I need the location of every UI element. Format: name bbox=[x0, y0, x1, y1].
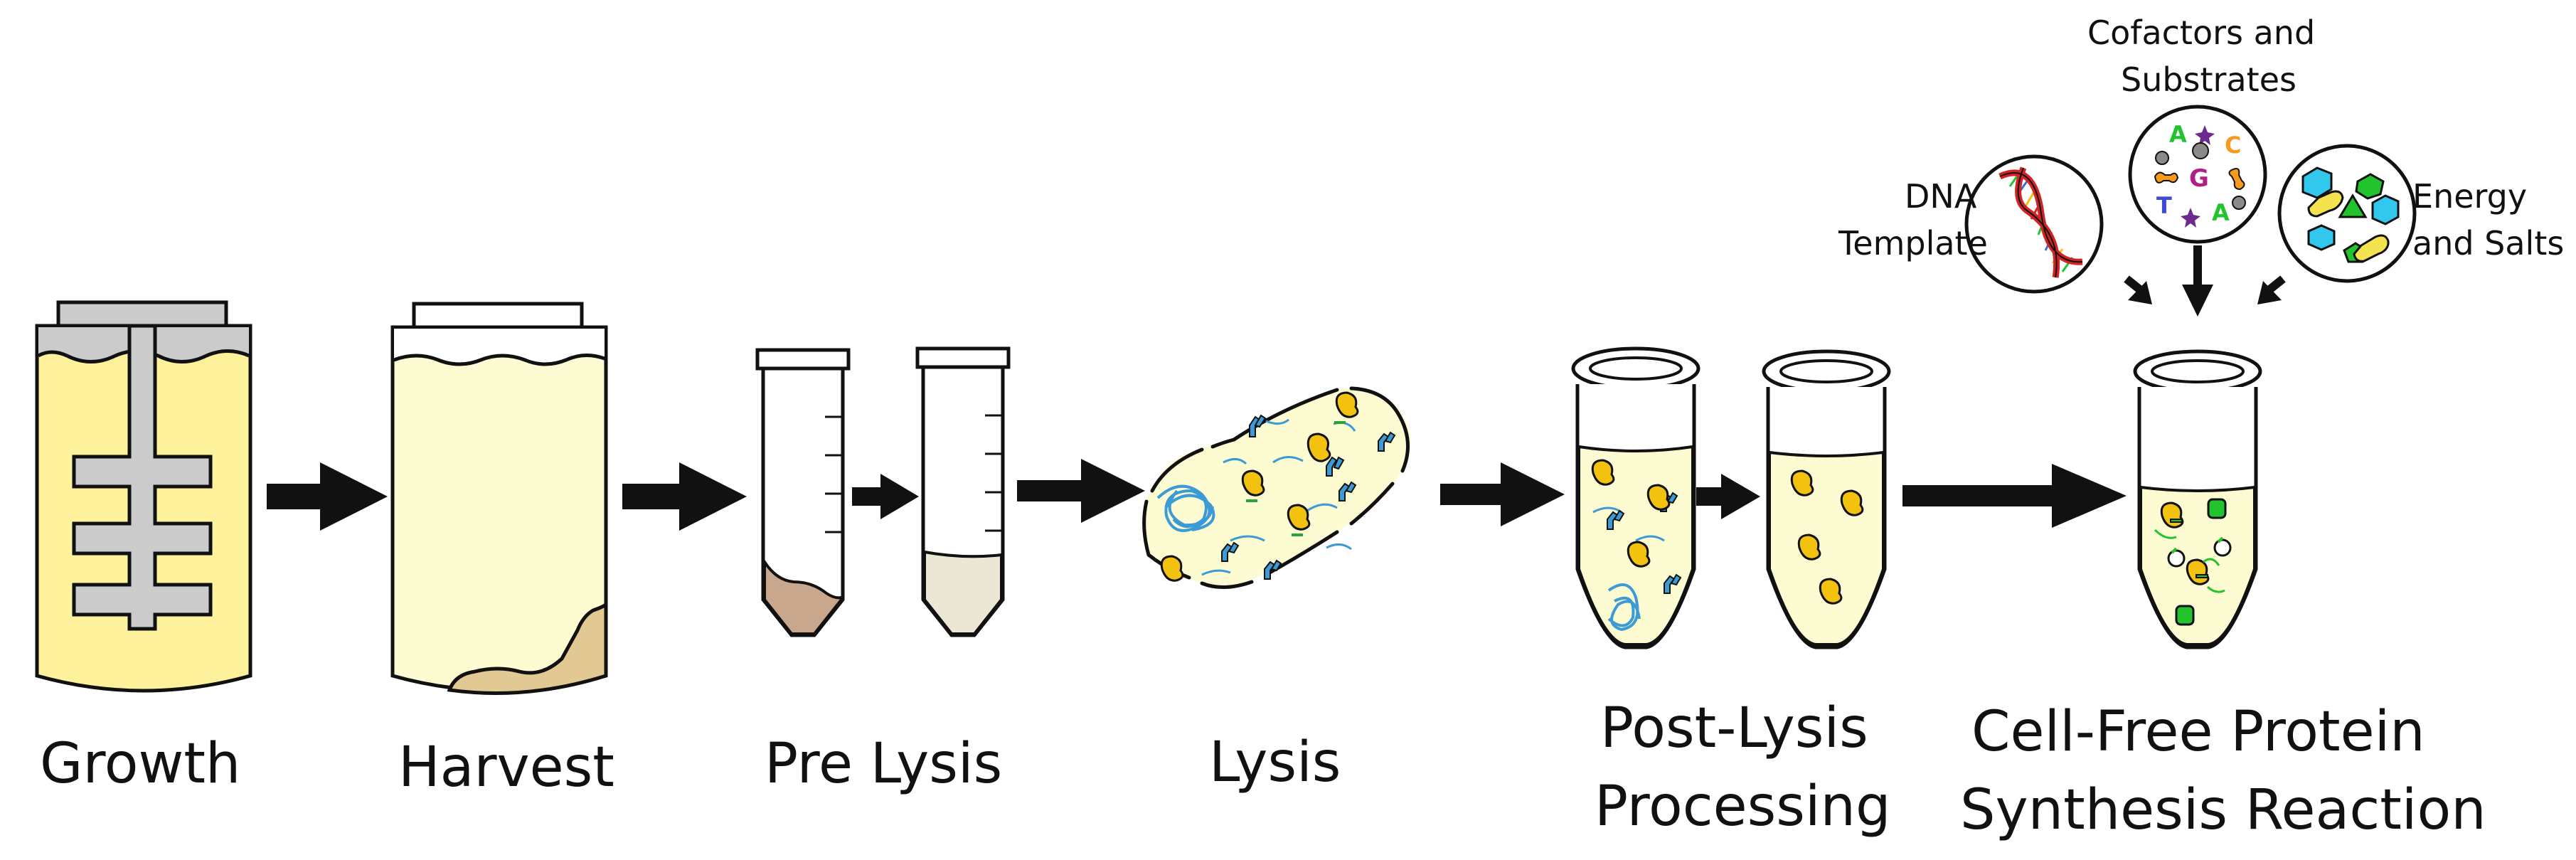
stage-label-cfps-line1: Cell-Free Protein bbox=[1971, 700, 2425, 764]
arrow-prelysis-to-lysis bbox=[1017, 459, 1145, 523]
nucleotide-a-2: A bbox=[2212, 199, 2230, 226]
arrow-dna-to-reaction bbox=[2124, 275, 2152, 304]
dna-template-bubble bbox=[1964, 154, 2104, 294]
cofactors-label-line2: Substrates bbox=[2121, 60, 2296, 99]
arrow-postlysis-to-cfps bbox=[1902, 464, 2127, 528]
conical-tube-resuspended-icon bbox=[915, 346, 1011, 637]
nucleotide-c: C bbox=[2225, 132, 2241, 159]
arrow-lysis-to-postlysis bbox=[1440, 462, 1565, 526]
stage-label-harvest: Harvest bbox=[398, 736, 614, 800]
energy-salts-bubble bbox=[2277, 144, 2417, 283]
cfps-reaction-tube-icon bbox=[2133, 349, 2262, 649]
cofactors-substrates-bubble: A C G T A bbox=[2128, 105, 2267, 244]
nucleotide-t: T bbox=[2156, 192, 2172, 219]
stage-label-lysis: Lysis bbox=[1209, 731, 1341, 795]
arrow-pellet-to-resuspended bbox=[852, 474, 919, 519]
energy-salts-label-line2: and Salts bbox=[2412, 224, 2564, 262]
cofactors-label-line1: Cofactors and bbox=[2087, 14, 2315, 52]
dna-template-label-line2: Template bbox=[1838, 224, 1988, 262]
arrow-crude-to-clarified bbox=[1696, 474, 1760, 519]
stage-label-growth: Growth bbox=[40, 732, 240, 796]
bioreactor-icon bbox=[35, 300, 252, 693]
nucleotide-g: G bbox=[2189, 164, 2209, 193]
microtube-crude-lysate-icon bbox=[1571, 346, 1701, 649]
nucleotide-a-1: A bbox=[2169, 121, 2187, 148]
arrow-cofactors-to-reaction bbox=[2182, 245, 2213, 317]
stage-label-post-lysis-line1: Post-Lysis bbox=[1600, 696, 1868, 760]
microtube-clarified-extract-icon bbox=[1762, 349, 1891, 649]
stage-label-pre-lysis: Pre Lysis bbox=[765, 732, 1002, 796]
energy-salts-label-line1: Energy bbox=[2412, 177, 2527, 216]
arrow-growth-to-harvest bbox=[267, 462, 388, 531]
dna-template-label-line1: DNA bbox=[1905, 177, 1977, 216]
lysed-cell-icon bbox=[1142, 386, 1411, 590]
arrow-harvest-to-prelysis bbox=[622, 462, 747, 531]
stage-label-post-lysis-line2: Processing bbox=[1595, 775, 1891, 839]
harvest-vessel-icon bbox=[390, 302, 608, 695]
arrow-energy-to-reaction bbox=[2257, 275, 2286, 304]
stage-label-cfps-line2: Synthesis Reaction bbox=[1960, 778, 2486, 842]
conical-tube-pellet-icon bbox=[755, 348, 851, 637]
